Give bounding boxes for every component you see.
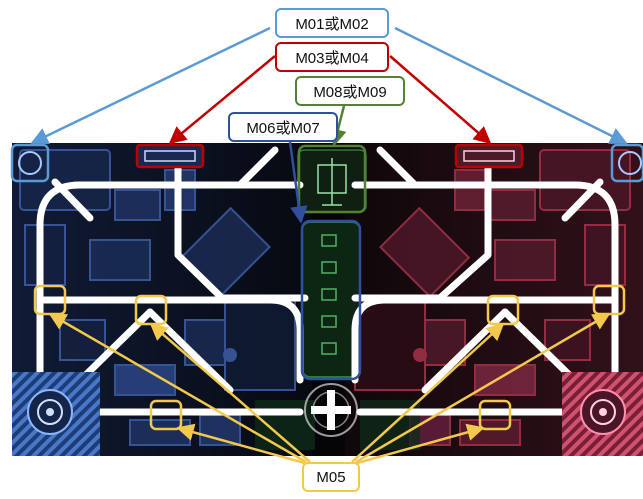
arrow-m05-4 xyxy=(351,322,505,463)
arrow-m03-left xyxy=(168,55,276,145)
center-zone xyxy=(255,149,420,450)
m06-m07-box xyxy=(300,219,362,381)
m01-m02-highlights xyxy=(10,143,643,183)
battlefield xyxy=(12,143,643,456)
label-m08-m09: M08或M09 xyxy=(295,76,405,106)
m01-m02-box-left xyxy=(10,143,50,183)
arrow-m05-2 xyxy=(149,322,311,463)
arrow-m01-right xyxy=(394,26,628,145)
arrows xyxy=(30,26,628,467)
arrow-m06 xyxy=(288,141,308,224)
center-cross-marker xyxy=(304,383,358,437)
m03-m04-box-right xyxy=(454,143,524,169)
arrow-m05-5 xyxy=(355,312,611,464)
arrow-m05-3 xyxy=(176,423,313,467)
label-m01-m02: M01或M02 xyxy=(275,8,389,38)
arrow-m05-1 xyxy=(48,312,307,464)
label-m05: M05 xyxy=(302,462,360,492)
label-m03-m04: M03或M04 xyxy=(275,42,389,72)
m05-box-3 xyxy=(149,399,183,431)
blue-side-structures xyxy=(19,149,296,446)
arrow-m01-left xyxy=(30,26,271,145)
arrow-m03-right xyxy=(389,55,492,145)
label-m06-m07: M06或M07 xyxy=(228,112,338,142)
m05-box-6 xyxy=(478,399,512,431)
arrow-m05-6 xyxy=(349,423,485,467)
red-base xyxy=(562,372,643,456)
m01-m02-box-right xyxy=(610,143,643,183)
m03-m04-highlights xyxy=(135,143,524,169)
blue-base xyxy=(12,372,100,456)
m03-m04-box-left xyxy=(135,143,205,169)
